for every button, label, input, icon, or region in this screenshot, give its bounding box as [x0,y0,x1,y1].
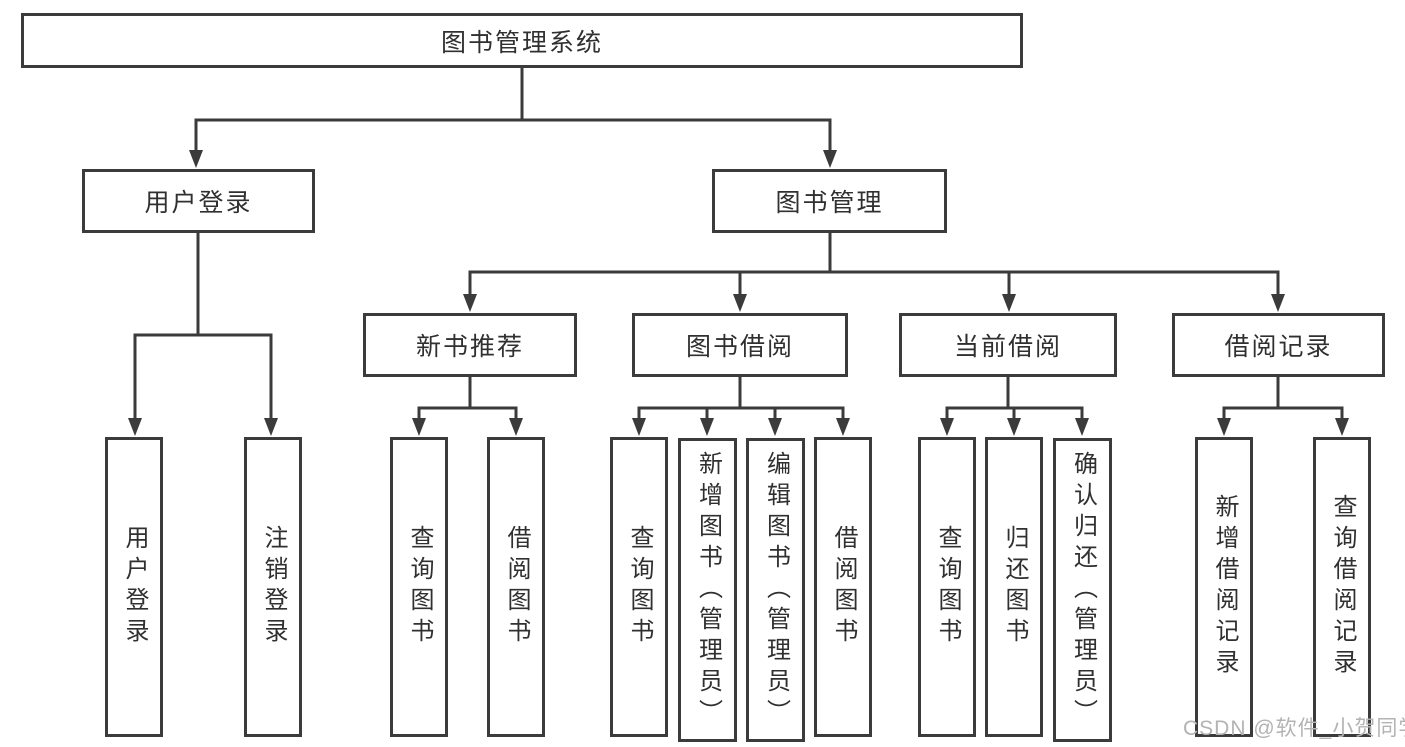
arrow-down-icon [189,150,203,168]
leaf-label: 新增图书（管理员） [694,450,722,730]
leaf-logout: 注销登录 [244,437,302,737]
leaf-label: 查询借阅记录 [1329,494,1356,680]
node-borrow-records: 借阅记录 [1172,313,1385,377]
arrow-down-icon [412,418,426,436]
leaf-borrow-books-recommend: 借阅图书 [487,437,545,737]
arrow-down-icon [1335,418,1349,436]
leaf-label: 归还图书 [1001,525,1028,649]
arrow-down-icon [463,294,477,312]
node-new-book-recommend: 新书推荐 [363,313,577,377]
leaf-edit-book-admin: 编辑图书（管理员） [746,438,805,742]
leaf-label: 编辑图书（管理员） [762,450,790,730]
arrow-down-icon [1217,418,1231,436]
arrow-down-icon [632,418,646,436]
connector-user-login-to-leaves [128,233,278,436]
arrow-down-icon [836,418,850,436]
connector-root-to-level2 [189,68,837,168]
arrow-down-icon [700,418,714,436]
node-user-login: 用户登录 [82,169,315,233]
arrow-down-icon [940,418,954,436]
leaf-query-books-recommend: 查询图书 [390,437,448,737]
connector-book-mgmt-to-level3 [463,233,1285,312]
leaf-label: 借阅图书 [830,525,857,649]
leaf-borrow-books: 借阅图书 [814,437,872,737]
leaf-query-borrow-record: 查询借阅记录 [1313,437,1371,737]
leaf-confirm-return-admin: 确认归还（管理员） [1053,438,1112,742]
node-book-borrow: 图书借阅 [632,313,848,377]
arrow-down-icon [768,418,782,436]
node-label: 新书推荐 [415,333,524,361]
arrow-down-icon [1007,418,1021,436]
arrow-down-icon [733,294,747,312]
node-label: 图书借阅 [685,333,794,361]
leaf-add-book-admin: 新增图书（管理员） [678,438,737,742]
leaf-return-books: 归还图书 [985,437,1043,737]
arrow-down-icon [823,150,837,168]
leaf-label: 确认归还（管理员） [1069,450,1097,730]
node-label: 图书管理系统 [440,28,603,57]
arrow-down-icon [264,418,278,436]
node-root-system: 图书管理系统 [21,13,1023,68]
arrow-down-icon [1075,418,1089,436]
connector-book-borrow-to-leaves [632,377,850,436]
node-label: 借阅记录 [1224,333,1333,361]
connector-borrow-records-to-leaves [1217,377,1349,436]
arrow-down-icon [509,418,523,436]
leaf-query-books-current: 查询图书 [918,437,976,737]
leaf-query-books-borrow: 查询图书 [610,437,668,737]
node-label: 用户登录 [144,189,253,217]
leaf-label: 注销登录 [260,525,287,649]
leaf-label: 查询图书 [626,525,653,649]
leaf-label: 新增借阅记录 [1211,494,1238,680]
node-current-borrow: 当前借阅 [899,313,1117,377]
leaf-user-login: 用户登录 [105,437,163,737]
connector-current-borrow-to-leaves [940,377,1089,436]
node-book-management: 图书管理 [712,169,947,233]
node-label: 图书管理 [775,189,884,217]
arrow-down-icon [1002,294,1016,312]
leaf-label: 查询图书 [934,525,961,649]
leaf-label: 用户登录 [121,525,148,649]
node-label: 当前借阅 [953,333,1062,361]
connector-new-book-recommend-to-leaves [412,377,523,436]
csdn-watermark: CSDN @软件_小贺同学 [1183,717,1405,740]
leaf-label: 借阅图书 [503,525,530,649]
leaf-label: 查询图书 [406,525,433,649]
arrow-down-icon [128,418,142,436]
arrow-down-icon [1271,294,1285,312]
leaf-add-borrow-record: 新增借阅记录 [1195,437,1253,737]
